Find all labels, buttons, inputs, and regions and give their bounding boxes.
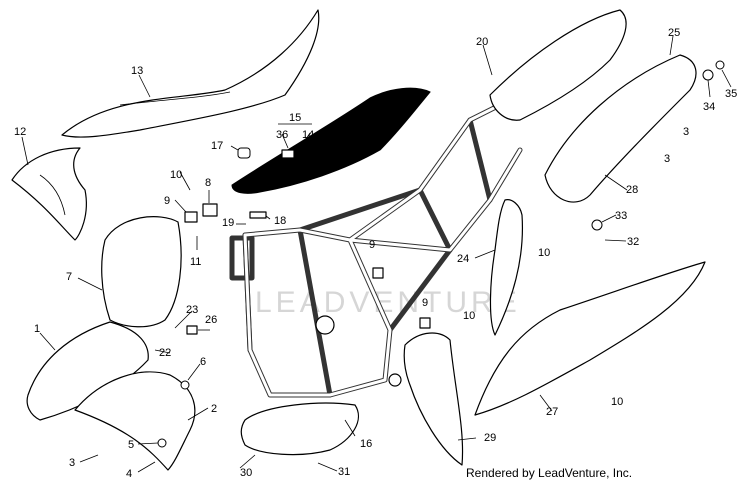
callout-3: 3 [69,457,75,469]
part-35-bolt [715,60,725,70]
part-9-clip-b [372,267,384,279]
part-12-front-mask [11,147,87,241]
part-25-rear-side [544,54,697,203]
callout-16: 16 [360,438,372,450]
callout-25: 25 [668,27,680,39]
callout-11: 11 [190,256,201,268]
callout-2: 2 [211,403,217,415]
callout-29: 29 [484,432,496,444]
callout-36: 36 [276,129,288,141]
part-36-plate [281,149,295,159]
part-1-fender-side [26,321,149,421]
callout-5: 5 [128,439,134,451]
callout-10-a: 10 [170,169,182,181]
frame-assembly [229,97,523,398]
callout-19: 19 [222,217,234,229]
callout-18: 18 [274,215,286,227]
callout-32: 32 [627,236,639,248]
callout-33: 33 [615,210,627,222]
callout-10-d: 10 [611,396,623,408]
callout-14: 14 [302,129,314,141]
callout-24: 24 [457,253,469,265]
part-8-bracket [202,203,218,217]
part-20-rear-fender [489,9,627,121]
part-26-clip [186,325,198,335]
callout-17: 17 [211,140,223,152]
callout-28: 28 [626,184,638,196]
callout-27: 27 [546,406,558,418]
callout-35: 35 [725,88,737,100]
callout-10-c: 10 [538,247,550,259]
credit-text: Rendered by LeadVenture, Inc. [466,466,633,480]
callout-22: 22 [159,347,171,359]
part-17-cap [237,147,251,159]
callout-4: 4 [126,468,132,480]
part-13-upper-panel [61,9,320,138]
leader-lines [21,35,732,473]
callout-9-b: 9 [369,239,375,251]
part-5-washer [157,438,167,448]
part-24-side-shroud [489,199,524,336]
callout-26: 26 [205,314,217,326]
callout-8: 8 [205,177,211,189]
callout-numbers: 1 2 3 4 5 6 7 8 9 10 11 12 13 15 36 14 1… [14,27,737,480]
callout-23: 23 [186,304,198,316]
callout-1: 1 [34,323,40,335]
part-29-scoop [403,332,464,466]
callout-15: 15 [289,112,301,124]
part-33-nut [591,219,603,231]
callout-34: 34 [703,101,715,113]
part-27-side-panel [474,261,706,416]
part-6-nut [180,380,190,390]
callout-9-a: 9 [164,195,170,207]
part-30-skid-plate [240,402,360,456]
callout-13: 13 [131,65,143,77]
part-9-clip-c [419,317,431,329]
callout-3-b: 3 [683,126,689,138]
part-34-nut [702,69,714,81]
callout-10-b: 10 [463,310,475,322]
callout-12: 12 [14,126,26,138]
part-14-seat [231,87,431,194]
callout-9-c: 9 [422,297,428,309]
watermark-text: LEADVENTURE [255,286,521,319]
callout-30: 30 [240,467,252,479]
callout-7: 7 [66,271,72,283]
callout-3-c: 3 [664,153,670,165]
part-7-front-plate [101,216,182,328]
part-9-clip-a [184,211,198,223]
callout-20: 20 [476,36,488,48]
callout-31: 31 [338,466,350,478]
part-18-plate [249,211,267,219]
callout-6: 6 [200,356,206,368]
